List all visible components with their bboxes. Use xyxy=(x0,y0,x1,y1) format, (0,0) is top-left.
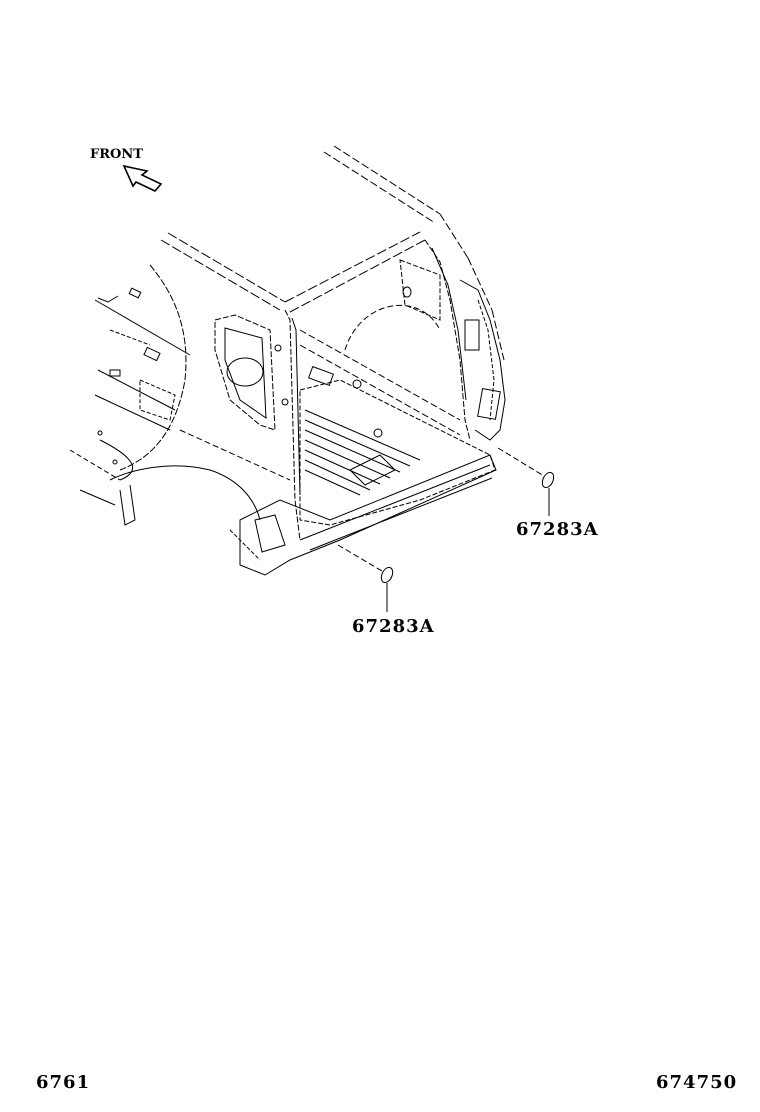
front-direction-label: FRONT xyxy=(90,147,143,162)
cargo-floor xyxy=(300,367,495,525)
roof-side-rail xyxy=(161,232,425,312)
rear-lower-panel xyxy=(230,455,496,575)
roof-outline xyxy=(324,146,504,360)
rear-opening-frame xyxy=(285,240,470,540)
callout-right xyxy=(498,448,556,516)
part-number-67283a-lower[interactable]: 67283A xyxy=(352,616,435,637)
part-number-67283a-right[interactable]: 67283A xyxy=(516,519,599,540)
right-quarter-panel xyxy=(400,260,505,440)
illustration-id: 674750 xyxy=(656,1072,738,1093)
callout-lower xyxy=(338,545,395,612)
figure-group-code: 6761 xyxy=(36,1072,91,1093)
left-side-body xyxy=(70,265,290,525)
front-arrow-icon xyxy=(124,166,161,191)
left-quarter-window xyxy=(215,315,288,430)
